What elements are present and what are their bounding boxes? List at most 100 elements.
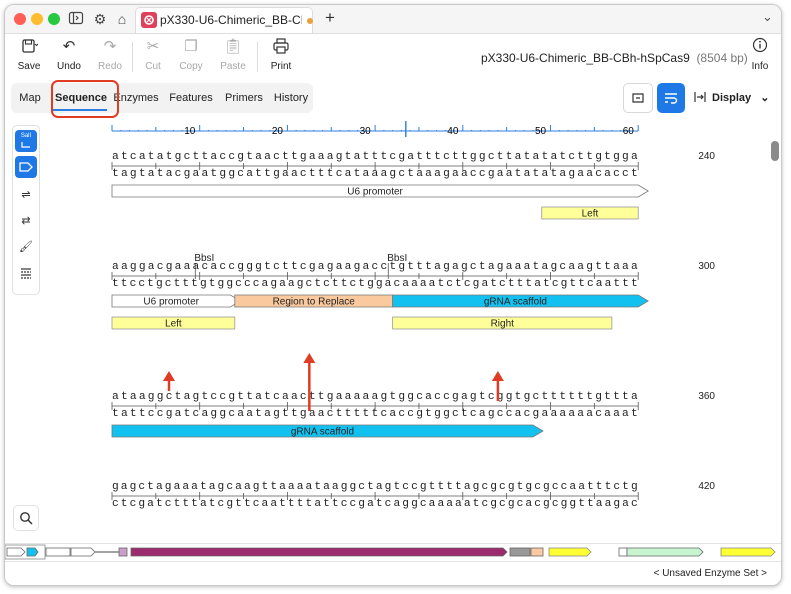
home-icon[interactable]: ⌂: [117, 11, 127, 27]
feature-u6-promoter[interactable]: [111, 184, 649, 198]
ruler-tick-label: 40: [447, 126, 459, 137]
toolbar-divider: [132, 42, 133, 72]
chevron-down-icon[interactable]: ⌄: [762, 9, 773, 24]
snapgene-logo-icon: [141, 12, 157, 28]
ruler-tick-label: 10: [184, 126, 196, 137]
feature-tool[interactable]: [15, 156, 37, 178]
feature-label: U6 promoter: [347, 187, 403, 198]
feature-grna-scaffold[interactable]: [111, 424, 544, 438]
fit-width-button[interactable]: [689, 83, 711, 111]
strands-icon[interactable]: ⇌: [21, 189, 31, 201]
tab-primers[interactable]: Primers: [225, 92, 263, 104]
bottom-strand-sequence[interactable]: tagtatacgaatggcattgaactttcataaagctaaagaa…: [112, 168, 638, 180]
top-strand-sequence[interactable]: atcatatgcttaccgtaacttgaaagtatttcgatttctt…: [112, 151, 638, 163]
search-icon[interactable]: [13, 505, 39, 531]
swap-arrows-icon[interactable]: ⇄: [21, 215, 31, 227]
overview-feature: [509, 547, 531, 557]
chevron-down-icon: ⌄: [760, 92, 770, 104]
overview-feature: [45, 547, 71, 557]
undo-button[interactable]: ↶ Undo: [47, 37, 91, 72]
paste-button[interactable]: 📋︎ Paste: [211, 37, 255, 72]
overview-feature: [118, 547, 128, 557]
zoom-window-button[interactable]: [48, 13, 60, 25]
new-tab-button[interactable]: +: [325, 8, 335, 27]
top-strand-sequence[interactable]: ataaggctagtccgttatcaacttgaaaaagtggcaccga…: [112, 391, 638, 403]
unsaved-indicator: [307, 18, 313, 24]
vertical-scrollbar[interactable]: [771, 141, 779, 161]
print-button[interactable]: Print: [259, 37, 303, 72]
redo-button[interactable]: ↷ Redo: [88, 37, 132, 72]
paste-icon: 📋︎: [223, 38, 243, 55]
bottom-strand-sequence[interactable]: ttcctgctttgtggcccagaagctcttctggacaaaatct…: [112, 278, 638, 290]
tab-map[interactable]: Map: [19, 92, 41, 104]
restriction-site-tool[interactable]: SalI: [15, 130, 37, 152]
ruler-tick-label: 20: [272, 126, 284, 137]
overview-feature: [618, 547, 628, 557]
overview-feature: [720, 547, 776, 557]
bottom-strand-sequence[interactable]: tattccgatcaggcaatagttgaactttttcaccgtggct…: [112, 408, 638, 420]
feature-label: gRNA scaffold: [484, 297, 547, 308]
feature-label: U6 promoter: [143, 297, 199, 308]
redo-icon: ↷: [103, 38, 117, 55]
tab-history[interactable]: History: [273, 92, 309, 104]
tab-enzymes[interactable]: Enzymes: [113, 92, 159, 104]
cut-button[interactable]: ✂ Cut: [131, 37, 175, 72]
ruler-tick-label: 50: [535, 126, 547, 137]
active-tab-indicator: [53, 109, 107, 111]
toolbar-divider: [257, 42, 258, 72]
enzyme-site-label[interactable]: BbsI: [387, 253, 407, 264]
overview-cas9: [130, 547, 508, 557]
ruler-tick-label: 60: [623, 126, 635, 137]
display-menu-button[interactable]: Display ⌄: [712, 92, 770, 104]
overview-u6-promoter: [6, 547, 26, 557]
top-strand-sequence[interactable]: gagctagaaatagcaagttaaaataaggctagtccgtttt…: [112, 481, 638, 493]
save-button[interactable]: Save: [7, 37, 51, 72]
translation-icon[interactable]: [15, 262, 37, 284]
top-strand-sequence[interactable]: aaggacgaaacaccgggtcttcgagaagacctgtttagag…: [112, 261, 638, 273]
document-tab[interactable]: pX330-U6-Chimeric_BB-CBh-hSpCas9: [135, 7, 313, 33]
brush-icon[interactable]: 🖌︎: [19, 241, 33, 253]
annotation-arrowhead: [491, 371, 504, 381]
overview-map-canvas[interactable]: [5, 544, 781, 560]
minimize-window-button[interactable]: [31, 13, 43, 25]
feature-label: gRNA scaffold: [291, 427, 354, 438]
copy-button[interactable]: ❐ Copy: [169, 37, 213, 72]
sidebar-toggle-icon[interactable]: [67, 10, 85, 28]
gear-icon[interactable]: ⚙: [93, 11, 107, 27]
enzyme-set-selector[interactable]: < Unsaved Enzyme Set >: [653, 568, 767, 579]
linear-view-button[interactable]: [623, 83, 653, 113]
tab-sequence[interactable]: Sequence: [55, 92, 107, 104]
enzyme-site-label[interactable]: BbsI: [194, 253, 214, 264]
undo-icon: ↶: [62, 38, 76, 55]
save-icon: [7, 37, 51, 57]
status-bar: < Unsaved Enzyme Set >: [5, 561, 781, 585]
primer-right[interactable]: [392, 316, 613, 330]
title-bar: ⚙ ⌂ pX330-U6-Chimeric_BB-CBh-hSpCas9 + ⌄: [5, 5, 781, 34]
close-window-button[interactable]: [14, 13, 26, 25]
view-tabs: Map Sequence Enzymes Features Primers Hi…: [11, 80, 313, 118]
info-icon: [738, 37, 781, 57]
feature-label: Region to Replace: [273, 297, 356, 308]
tab-features[interactable]: Features: [169, 92, 213, 104]
sequence-length: (8504 bp): [696, 51, 748, 65]
overview-map[interactable]: [5, 543, 781, 560]
tool-palette: SalI ⇌ ⇄ 🖌︎: [12, 125, 40, 295]
overview-feature: [548, 547, 592, 557]
primer-left[interactable]: [111, 316, 236, 330]
base-position-number: 360: [698, 391, 715, 402]
wrap-text-button[interactable]: [657, 83, 685, 113]
info-button[interactable]: Info: [738, 37, 781, 72]
app-window: ⚙ ⌂ pX330-U6-Chimeric_BB-CBh-hSpCas9 + ⌄…: [4, 4, 782, 586]
main-toolbar: Save ↶ Undo ↷ Redo ✂ Cut ❐ Copy 📋︎ Paste: [5, 34, 781, 80]
document-title: pX330-U6-Chimeric_BB-CBh-hSpCas9 (8504 b…: [481, 51, 748, 65]
primer-left[interactable]: [541, 206, 639, 220]
base-position-number: 420: [698, 481, 715, 492]
overview-viewport[interactable]: [5, 544, 46, 560]
base-position-number: 240: [698, 151, 715, 162]
annotation-arrowhead: [163, 371, 176, 381]
bottom-strand-sequence[interactable]: ctcgatctttatcgttcaattttattccgatcaggcaaaa…: [112, 498, 638, 510]
base-position-number: 300: [698, 261, 715, 272]
feature-grna-scaffold[interactable]: [392, 294, 649, 308]
